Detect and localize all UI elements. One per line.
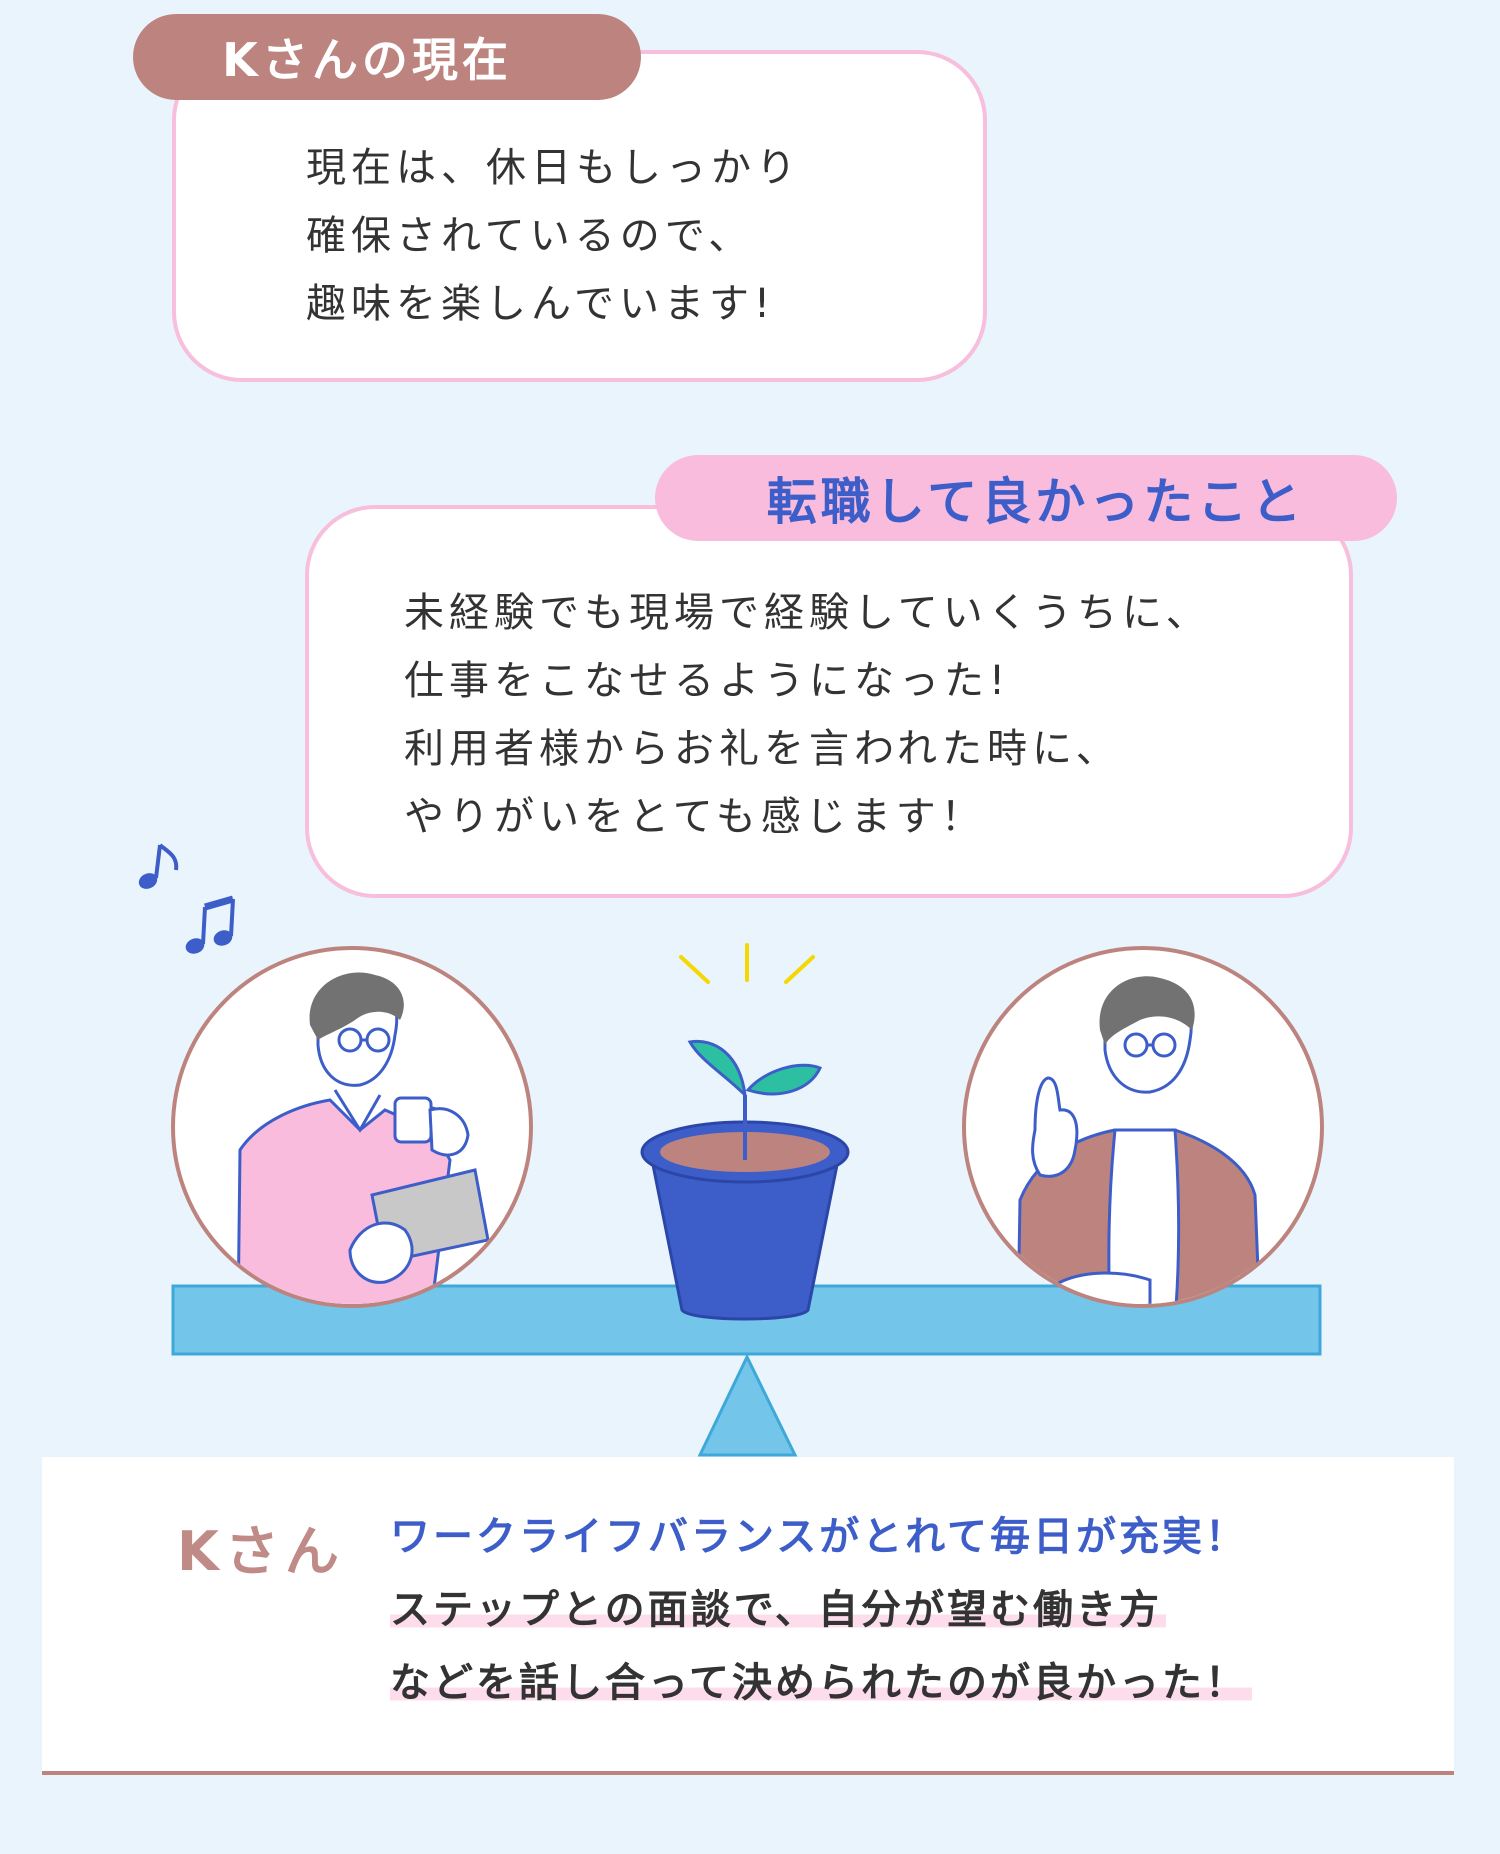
left-person-avatar (171, 946, 533, 1308)
current-status-bubble: 現在は、休日もしっかり 確保されているので、 趣味を楽しんでいます! (172, 50, 987, 382)
current-line: 確保されているので、 (306, 213, 754, 259)
summary-body-line: ステップとの面談で、自分が望む働き方 (390, 1574, 1252, 1647)
merits-line: 未経験でも現場で経験していくうちに、 (404, 590, 1211, 636)
summary-headline: ワークライフバランスがとれて毎日が充実！ (390, 1514, 1248, 1560)
summary-body-text: ステップとの面談で、自分が望む働き方 (390, 1587, 1166, 1633)
merits-tag: 転職して良かったこと (655, 455, 1397, 541)
current-status-text: 現在は、休日もしっかり 確保されているので、 趣味を楽しんでいます! (306, 134, 801, 338)
music-note-icon (138, 843, 179, 889)
seesaw-fulcrum (697, 1353, 798, 1457)
summary-body-line: などを話し合って決められたのが良かった！ (390, 1647, 1252, 1720)
merits-line: やりがいをとても感じます！ (404, 794, 986, 840)
right-person-avatar (962, 946, 1324, 1308)
current-line: 現在は、休日もしっかり (306, 145, 801, 191)
music-notes-icon (185, 895, 235, 954)
summary-card: Kさん ワークライフバランスがとれて毎日が充実！ ステップとの面談で、自分が望む… (42, 1457, 1454, 1775)
person-name: Kさん (177, 1520, 345, 1583)
summary-body-text: などを話し合って決められたのが良かった！ (390, 1660, 1252, 1706)
merits-text: 未経験でも現場で経験していくうちに、 仕事をこなせるようになった! 利用者様から… (404, 579, 1211, 851)
work-life-balance-illustration (138, 843, 1324, 1457)
merits-line: 利用者様からお礼を言われた時に、 (404, 726, 1121, 772)
merits-bubble: 未経験でも現場で経験していくうちに、 仕事をこなせるようになった! 利用者様から… (305, 505, 1353, 898)
current-line: 趣味を楽しんでいます! (306, 281, 776, 327)
merits-line: 仕事をこなせるようになった! (404, 658, 1011, 704)
summary-text: ワークライフバランスがとれて毎日が充実！ ステップとの面談で、自分が望む働き方 … (390, 1501, 1252, 1720)
sparkle-icon (679, 943, 815, 984)
current-status-tag: Kさんの現在 (133, 14, 641, 100)
sprout-in-pot-icon (640, 1039, 850, 1321)
